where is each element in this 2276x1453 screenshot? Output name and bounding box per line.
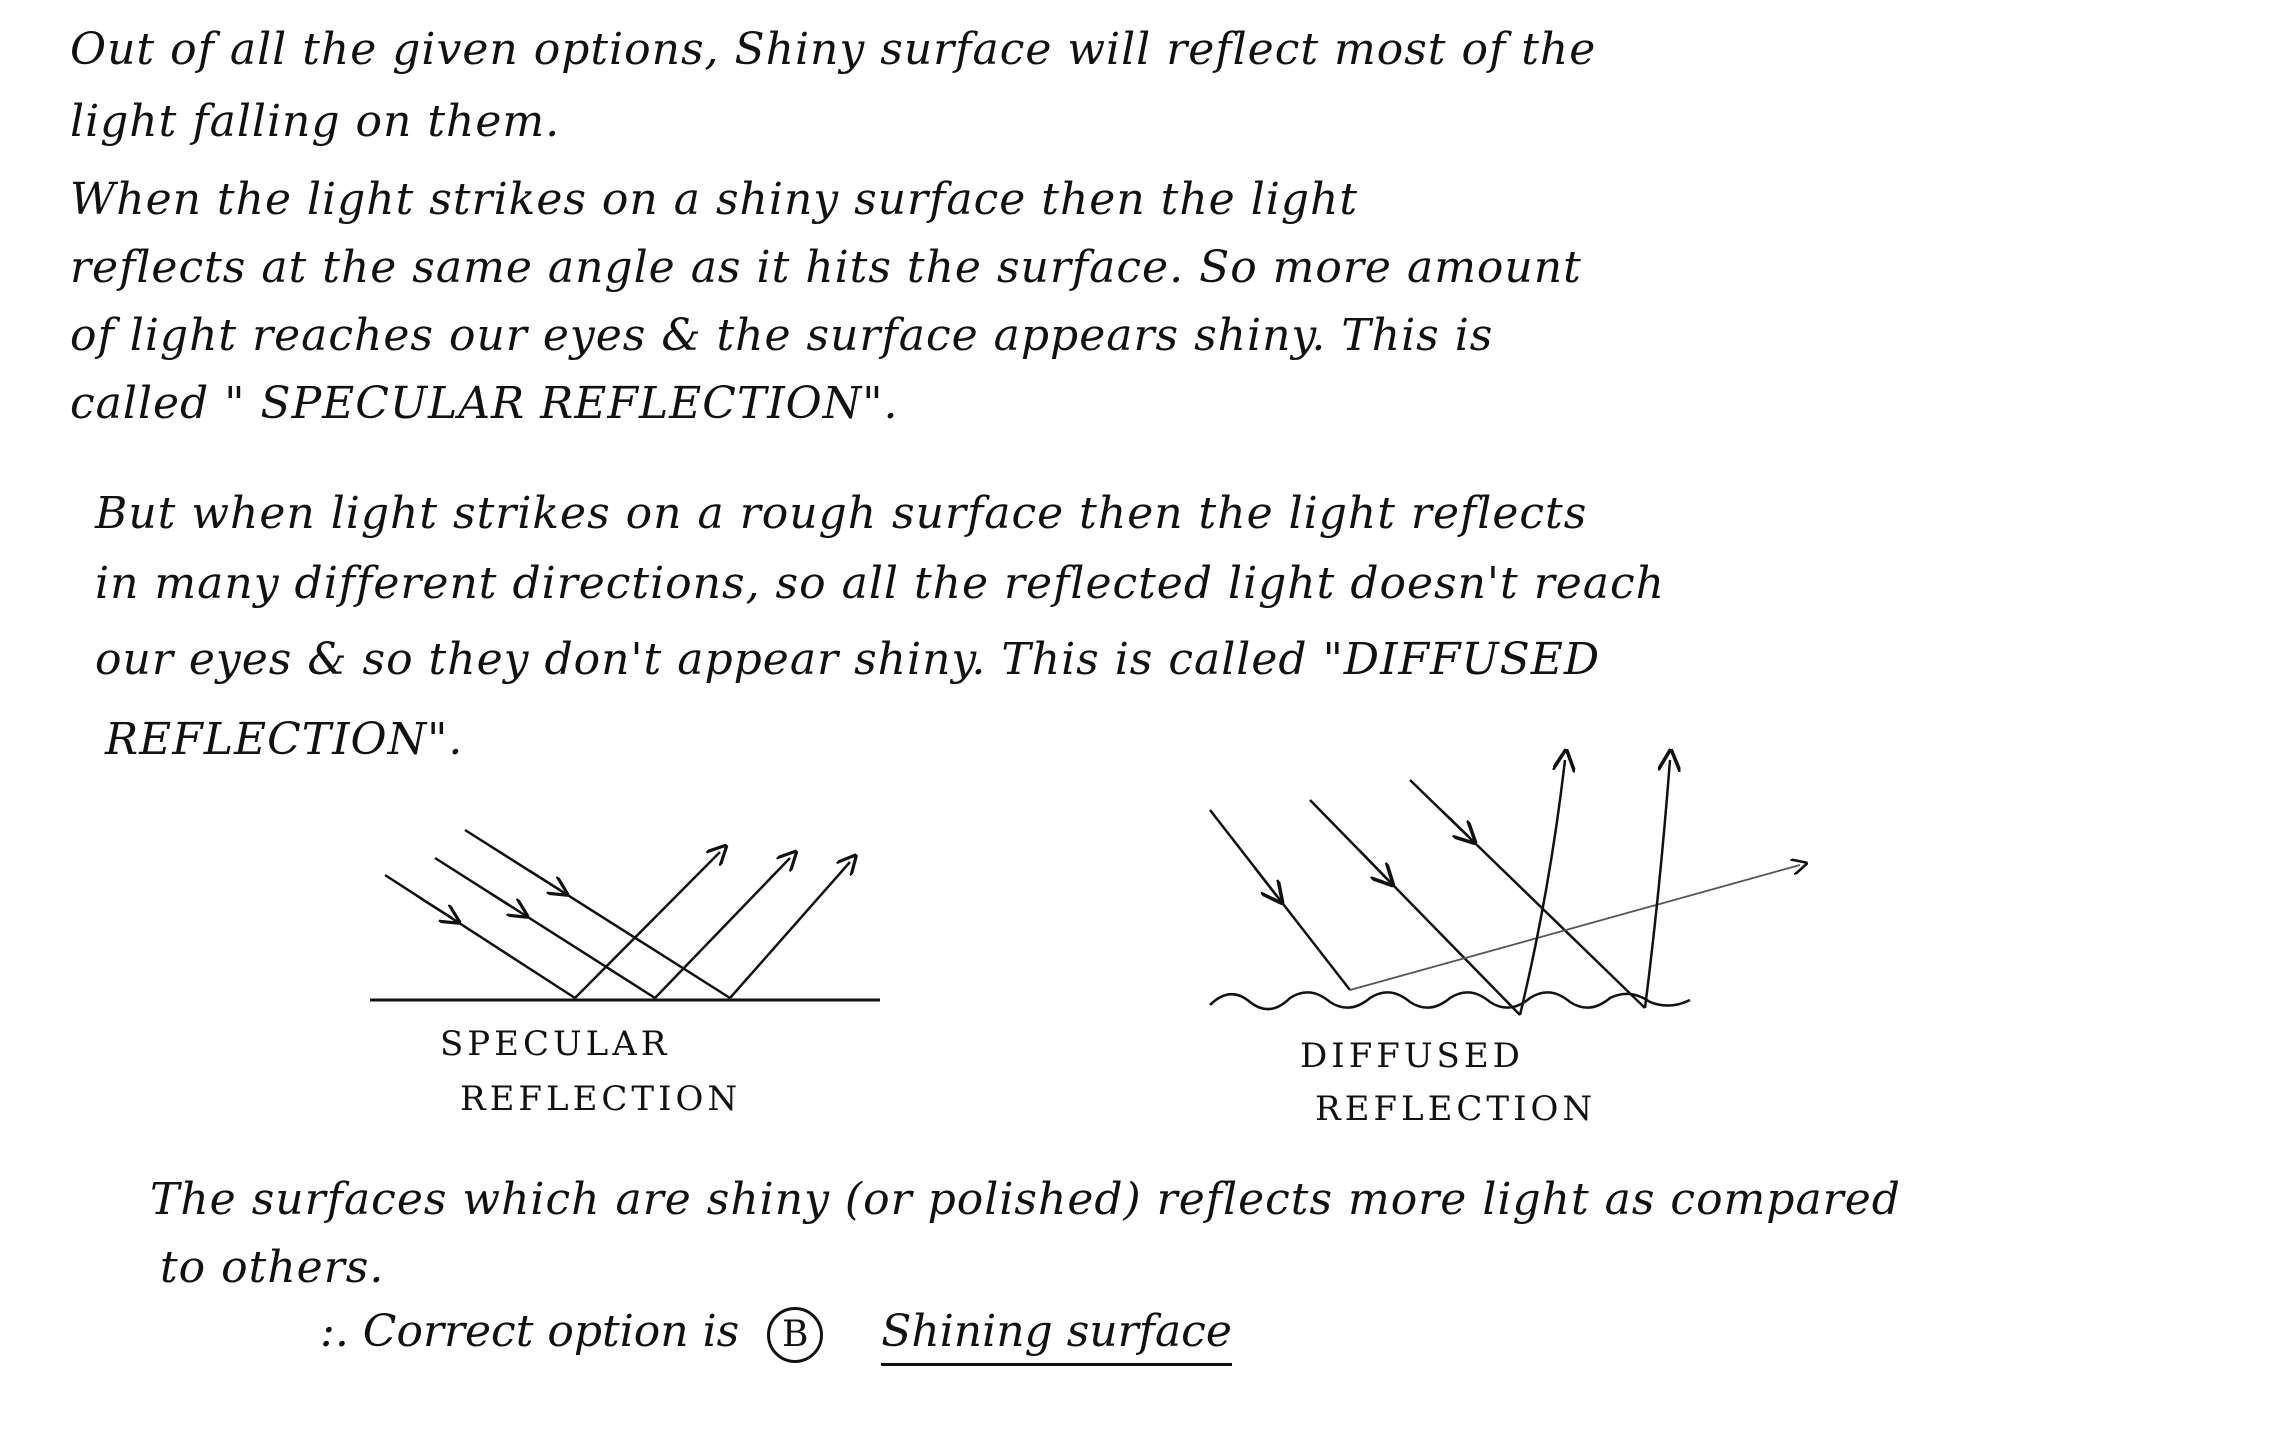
- text-line: to others.: [160, 1242, 385, 1293]
- answer-prefix: :. Correct option is: [320, 1306, 740, 1357]
- diffused-reflection-diagram: [1209, 740, 1820, 1016]
- text-line: REFLECTION".: [105, 714, 464, 765]
- specular-caption-line1: SPECULAR: [440, 1024, 671, 1064]
- specular-caption-line2: REFLECTION: [460, 1079, 742, 1119]
- diffused-caption-line2: REFLECTION: [1315, 1089, 1597, 1129]
- text-line: When the light strikes on a shiny surfac…: [70, 174, 1359, 225]
- text-line: light falling on them.: [70, 96, 561, 147]
- text-line: called " SPECULAR REFLECTION".: [70, 378, 899, 429]
- option-letter-circled: B: [767, 1306, 824, 1363]
- text-line: in many different directions, so all the…: [95, 558, 1665, 609]
- text-line: But when light strikes on a rough surfac…: [95, 488, 1588, 539]
- text-line: our eyes & so they don't appear shiny. T…: [95, 634, 1601, 685]
- text-line: of light reaches our eyes & the surface …: [70, 310, 1494, 361]
- answer-line: :. Correct option is B Shining surface: [320, 1300, 1232, 1366]
- text-line: Out of all the given options, Shiny surf…: [70, 24, 1597, 75]
- text-line: reflects at the same angle as it hits th…: [70, 242, 1582, 293]
- specular-reflection-diagram: [370, 828, 880, 1002]
- answer-option-text: Shining surface: [881, 1306, 1232, 1366]
- text-line: The surfaces which are shiny (or polishe…: [150, 1174, 1901, 1225]
- diffused-caption-line1: DIFFUSED: [1300, 1036, 1524, 1076]
